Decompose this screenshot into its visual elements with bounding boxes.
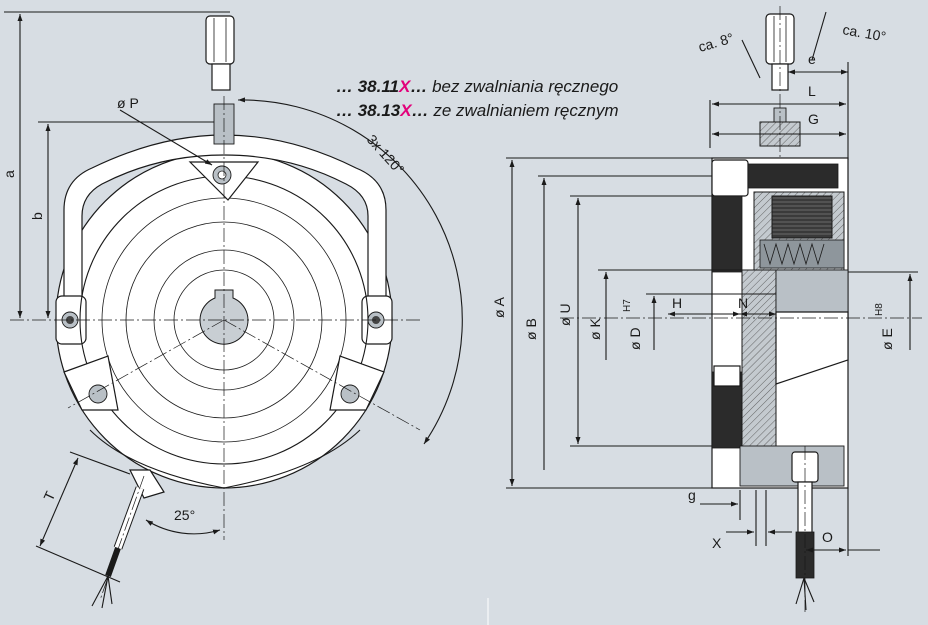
h-label: H [672,295,682,311]
b-dia-label: ø B [523,318,539,340]
tilt-right-line [811,11,827,61]
note-1-suffix: … [410,77,427,96]
e-label: e [808,51,816,67]
side-screw-head [711,159,749,197]
d-tolerance-label: H7 [622,299,633,312]
note-2-variant: X [399,101,413,120]
note-2-text: ze zwalnianiem ręcznym [429,101,619,120]
note-1-prefix: … 38.11 [336,77,399,96]
friction-disc-top [711,195,743,273]
side-cable-wires [795,577,815,611]
hand-lever-grip [205,15,235,65]
dim-a-label: a [1,170,17,178]
hub-flange [775,269,849,313]
angle-holes-label: 3x 120° [364,131,408,177]
note-1: … 38.11X… bez zwalniania ręcznego [336,77,618,96]
n-label: N [738,295,748,311]
cable-angle-label: 25° [174,507,195,523]
dim-b-label: b [29,212,45,220]
lower-right-hole [340,384,360,404]
dim-t-line [39,457,79,547]
side-lower-bolt [713,365,741,387]
dim-t-ext-2 [35,545,121,583]
tilt-left-line [741,39,761,79]
note-2: … 38.13X… ze zwalnianiem ręcznym [336,101,619,120]
e-dia-label: ø E [879,328,895,350]
u-dia-label: ø U [557,303,573,326]
spring-zigzag [763,242,825,266]
hand-lever-neck [211,63,231,91]
g-small-label: g [688,487,696,503]
cable-wires [91,575,113,609]
lower-left-hole [88,384,108,404]
g-top-label: G [808,111,819,127]
e-tolerance-label: H8 [874,303,885,316]
tilt-right-label: ca. 10° [841,21,887,44]
p-hole-inner [217,170,227,180]
side-view: ca. 8° ca. 10° e L G [491,6,922,612]
note-1-text: bez zwalniania ręcznego [427,77,618,96]
hole-centre-line-left [67,319,225,409]
d-dia-label: ø D [627,327,643,350]
a-dia-label: ø A [491,296,507,318]
p-label: ø P [117,95,139,111]
hub [741,269,777,451]
top-armature [747,163,839,189]
left-pivot-pin [66,316,74,324]
tilt-left-label: ca. 8° [696,30,735,55]
lower-flange [775,311,849,385]
cable-angle-arc [145,519,221,535]
t-label: T [40,488,58,503]
note-2-prefix: … 38.13 [336,101,401,120]
l-label: L [808,83,816,99]
o-label: O [822,529,833,545]
p-leader [119,109,213,166]
cable-sleeve [105,546,121,578]
variant-notes: … 38.11X… bez zwalniania ręcznego … 38.1… [336,77,619,120]
note-1-variant: X [398,77,412,96]
coil-winding [771,195,833,239]
spring-zone [759,239,845,269]
note-2-suffix: … [412,101,429,120]
angle-arc [237,97,463,445]
k-dia-label: ø K [587,318,603,340]
x-label: X [712,535,722,551]
dim-t-ext-1 [69,451,131,475]
